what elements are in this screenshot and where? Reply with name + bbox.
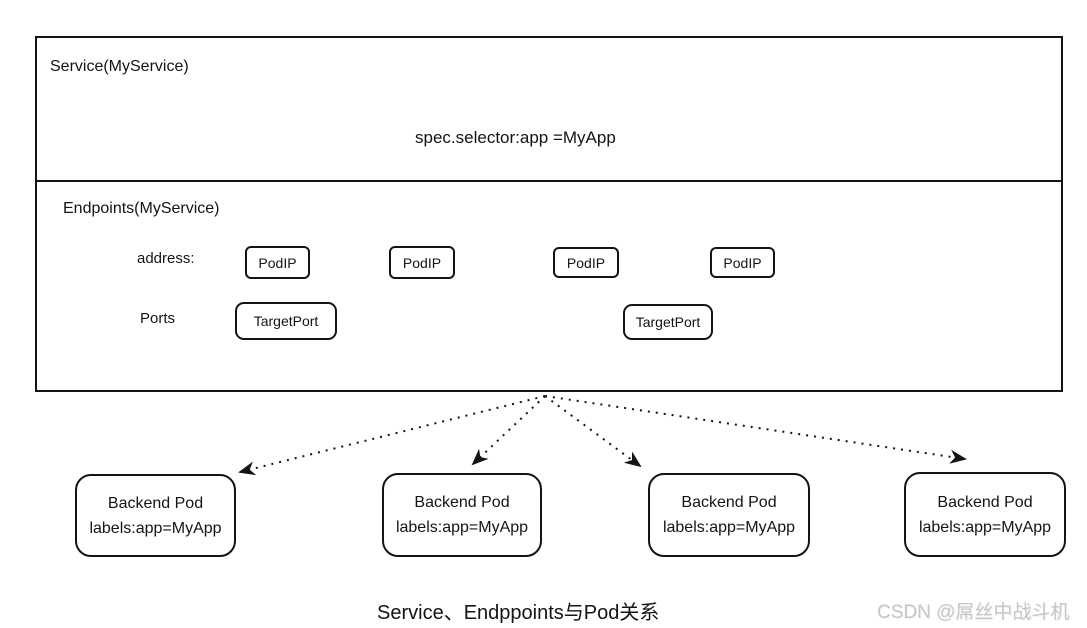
podip-box-1: PodIP [245,246,310,279]
backend-pod-box-1: Backend Pod labels:app=MyApp [75,474,236,557]
backend-pod-box-4: Backend Pod labels:app=MyApp [904,472,1066,557]
backend-pod-name: Backend Pod [107,494,204,512]
service-endpoints-divider [37,180,1061,182]
service-to-pod4-arrow [544,395,967,464]
service-to-pod1-arrow [238,395,546,476]
service-selector-text: spec.selector:app =MyApp [415,128,616,147]
service-to-pod3-arrow [544,395,642,468]
podip-box-3: PodIP [553,247,619,278]
backend-pod-name: Backend Pod [414,494,510,511]
targetport-box-1: TargetPort [235,302,337,340]
backend-pod-box-3: Backend Pod labels:app=MyApp [648,473,810,557]
backend-pod-name: Backend Pod [937,493,1033,511]
service-endpoints-box [35,36,1063,392]
address-label: address: [137,250,195,267]
csdn-watermark: CSDN @屌丝中战斗机 [877,602,1070,623]
diagram-caption: Service、Endppoints与Pod关系 [377,602,660,624]
backend-pod-name: Backend Pod [681,494,777,511]
targetport-box-2: TargetPort [623,304,713,340]
service-box-title: Service(MyService) [50,58,189,75]
endpoints-box-title: Endpoints(MyService) [63,200,220,217]
service-to-pod2-arrow [471,395,546,466]
backend-pod-labels: labels:app=MyApp [662,519,796,536]
podip-box-4: PodIP [710,247,775,278]
ports-label: Ports [140,310,176,327]
backend-pod-box-2: Backend Pod labels:app=MyApp [382,473,542,557]
podip-box-2: PodIP [389,246,455,279]
backend-pod-labels: labels:app=MyApp [918,518,1052,536]
backend-pod-labels: labels:app=MyApp [395,519,529,536]
backend-pod-labels: labels:app=MyApp [89,519,222,537]
